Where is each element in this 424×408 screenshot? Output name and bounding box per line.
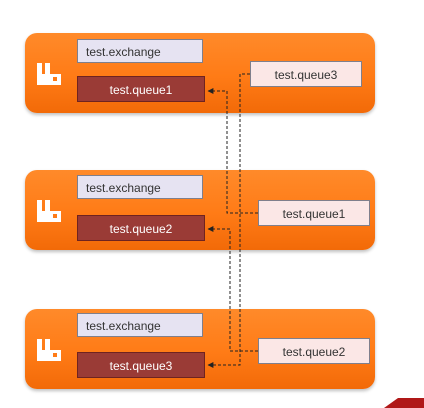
mirror-queue-box: test.queue1 [258,200,370,226]
decorative-corner [384,398,424,408]
exchange-label: test.exchange [77,39,203,63]
rabbitmq-logo-icon [37,200,61,222]
broker-node-3: test.exchange test.queue3 [25,309,375,389]
mirror-queue-box: test.queue2 [258,338,370,364]
replication-line-queue1 [207,88,258,214]
replication-line-queue3 [207,73,250,368]
replication-line-queue2 [207,226,258,352]
queue-label: test.queue2 [77,215,205,241]
queue-label: test.queue3 [77,352,205,378]
rabbitmq-logo-icon [37,63,61,85]
rabbitmq-logo-icon [37,339,61,361]
mirror-queue-box: test.queue3 [250,61,362,87]
exchange-label: test.exchange [77,313,203,337]
queue-label: test.queue1 [77,76,205,102]
exchange-label: test.exchange [77,175,203,199]
